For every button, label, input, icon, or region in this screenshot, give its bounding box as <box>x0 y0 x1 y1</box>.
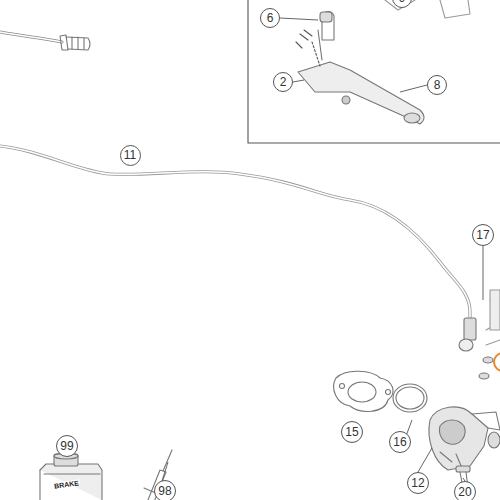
callout-number: 12 <box>407 472 429 494</box>
callout-number: 2 <box>273 72 293 92</box>
callout-number: 15 <box>341 421 363 443</box>
callout-number: 17 <box>472 224 494 246</box>
callout-number: 16 <box>389 431 411 453</box>
callout-number: 20 <box>454 481 476 500</box>
callout-number: 8 <box>427 75 447 95</box>
callout-number: 6 <box>260 8 280 28</box>
bottle-text: BRAKE <box>52 479 80 490</box>
callout-number: 9 <box>392 0 412 8</box>
callout-number: 11 <box>120 145 141 166</box>
callout-number: 99 <box>56 435 78 457</box>
callout-number: 98 <box>154 480 176 500</box>
